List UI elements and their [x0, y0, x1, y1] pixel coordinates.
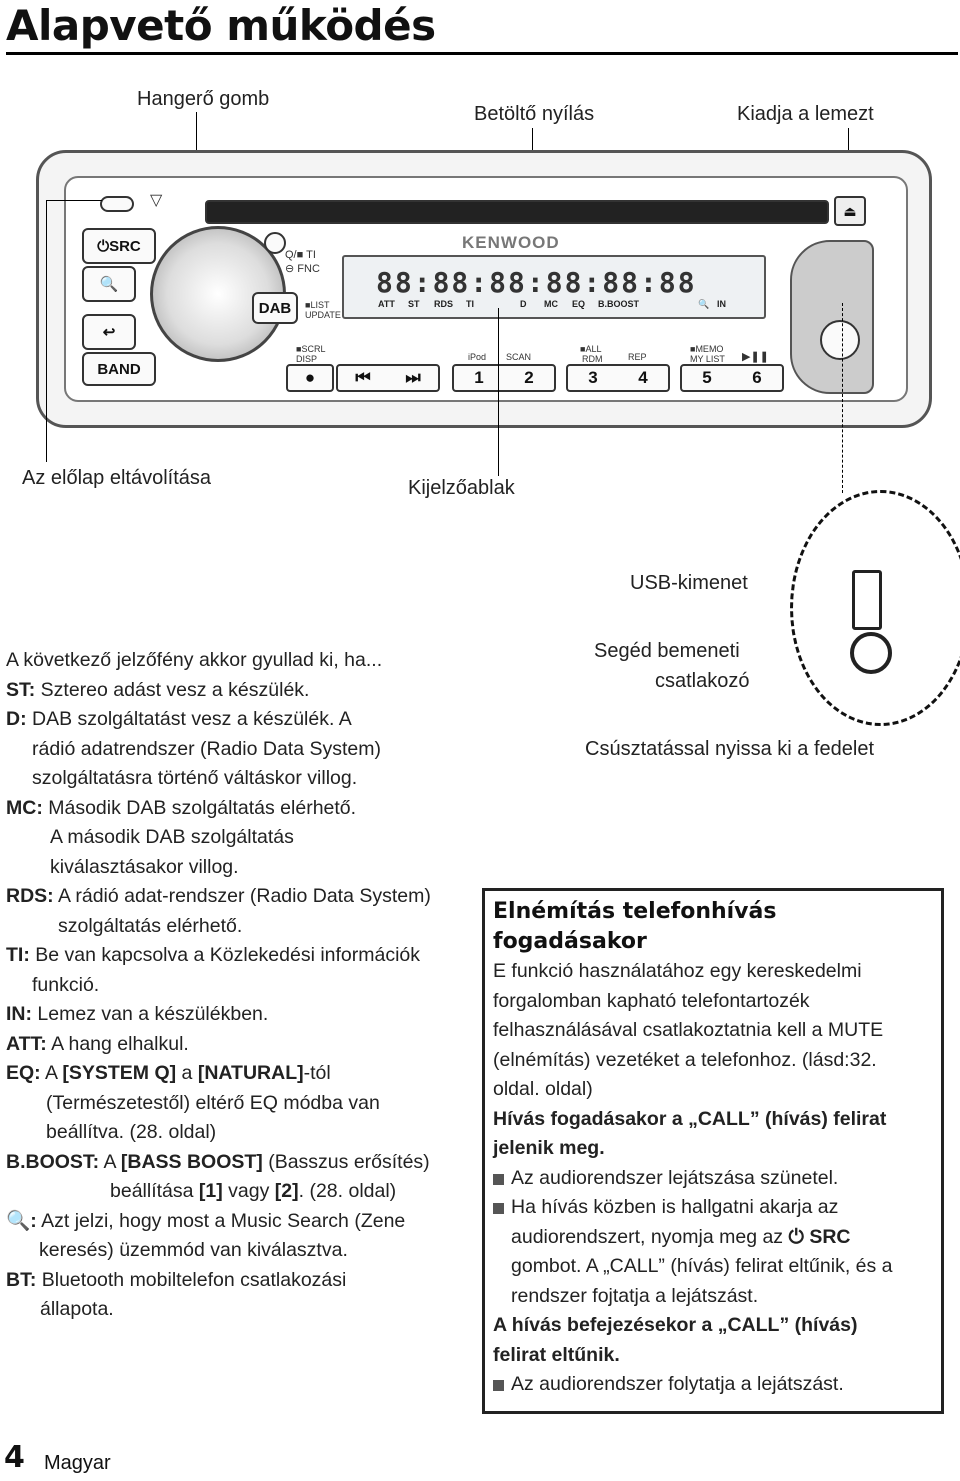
display-callout: Kijelzőablak	[408, 477, 515, 499]
list-item: Ha hívás közben is hallgatni akarja az	[493, 1193, 933, 1223]
band-button[interactable]: BAND	[82, 352, 156, 386]
dashed-leader	[842, 303, 844, 493]
page-number: 4	[4, 1440, 25, 1475]
indicator-in: IN	[717, 299, 726, 309]
brand-logo: KENWOOD	[462, 233, 560, 252]
list-item: Az audiorendszer folytatja a lejátszást.	[493, 1370, 933, 1400]
display-window	[342, 255, 766, 319]
indicator-legend: A következő jelzőfény akkor gyullad ki, …	[6, 649, 431, 1320]
slide-callout: Csúsztatással nyissa ki a fedelet	[585, 738, 875, 760]
aux-jack[interactable]	[820, 320, 860, 360]
search-icon: 🔍	[99, 276, 119, 293]
leader-line	[498, 308, 499, 476]
disp-button[interactable]: ●	[286, 364, 334, 392]
aux-callout-line1: Segéd bemeneti	[594, 640, 740, 662]
segment-display: 88:88:88:88:88:88	[376, 266, 697, 299]
usb-callout: USB-kimenet	[630, 572, 748, 594]
eject-callout: Kiadja a lemezt	[737, 103, 874, 125]
back-button[interactable]: ↩	[82, 314, 136, 350]
leader-line	[46, 200, 102, 201]
page-title: Alapvető működés	[6, 0, 958, 55]
fnc-label: ⊖ FNC	[285, 263, 320, 275]
indicator-att: ATT	[378, 299, 395, 309]
triangle-down-icon: ▽	[150, 192, 163, 209]
indicator-bboost: B.BOOST	[598, 299, 640, 309]
play-pause-icon: ▶❚❚	[742, 351, 769, 363]
box-heading-line1: Elnémítás telefonhívás	[493, 899, 777, 924]
scrl-label: ■SCRL	[296, 344, 326, 354]
eject-button[interactable]: ⏏	[834, 196, 866, 226]
rep-label: REP	[628, 352, 647, 362]
list-item: Az audiorendszer lejátszása szünetel.	[493, 1164, 933, 1194]
indicator-rds: RDS	[434, 299, 454, 309]
indicator-d: D	[520, 299, 527, 309]
box-heading-line2: fogadásakor	[493, 929, 647, 954]
volume-knob-callout: Hangerő gomb	[137, 88, 270, 110]
src-button[interactable]: ⏻SRC	[82, 228, 156, 264]
remote-sensor	[264, 232, 286, 254]
mylist-label: MY LIST	[690, 354, 725, 364]
aux-input-jack[interactable]	[850, 632, 892, 674]
indicator-ti: TI	[466, 299, 474, 309]
return-icon: ↩	[102, 324, 116, 341]
cover-panel[interactable]	[790, 240, 874, 394]
ipod-label: iPod	[468, 352, 487, 362]
previous-icon: ⏮	[355, 368, 371, 387]
search-button[interactable]: 🔍	[82, 266, 136, 302]
indicator-search-icon: 🔍	[698, 299, 710, 309]
list-label: ■LIST	[305, 300, 330, 310]
leader-line	[46, 200, 47, 462]
usb-port[interactable]	[852, 570, 882, 630]
memo-label: ■MEMO	[690, 344, 724, 354]
indicator-mc: MC	[544, 299, 558, 309]
remove-panel-callout: Az előlap eltávolítása	[22, 467, 212, 489]
seek-buttons[interactable]: ⏮⏭	[336, 364, 440, 392]
ti-label: Q/■ TI	[285, 249, 316, 261]
footer-language: Magyar	[44, 1452, 111, 1474]
indicator-eq: EQ	[572, 299, 586, 309]
search-icon: 🔍	[6, 1209, 31, 1232]
update-label: UPDATE	[305, 310, 341, 320]
all-label: ■ALL	[580, 344, 602, 354]
release-button[interactable]	[100, 196, 134, 212]
power-icon: ⏻	[788, 1225, 804, 1248]
indicator-st: ST	[408, 299, 420, 309]
rdm-label: RDM	[582, 354, 603, 364]
dot-icon: ●	[304, 368, 316, 387]
mute-info-box: Elnémítás telefonhívás fogadásakor E fun…	[482, 888, 944, 1414]
slot-callout: Betöltő nyílás	[474, 103, 595, 125]
disp-label: DISP	[296, 354, 318, 364]
power-icon: ⏻	[97, 237, 110, 255]
aux-callout-line2: csatlakozó	[655, 670, 750, 692]
scan-label: SCAN	[506, 352, 532, 362]
next-icon: ⏭	[405, 368, 421, 387]
disc-slot	[205, 200, 829, 224]
eject-icon: ⏏	[843, 203, 857, 219]
dab-button[interactable]: DAB	[252, 292, 298, 324]
